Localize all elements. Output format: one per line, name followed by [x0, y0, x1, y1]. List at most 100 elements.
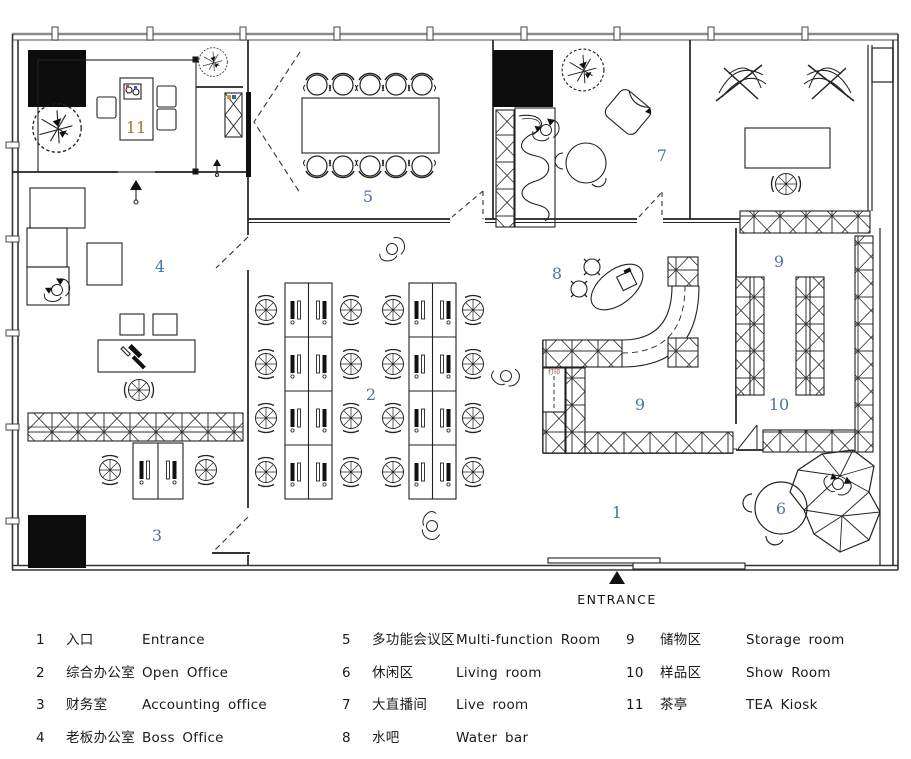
- room-5-conference: [246, 92, 440, 177]
- legend-label-zh: 大直播间: [372, 697, 428, 713]
- legend-number: 11: [626, 697, 644, 713]
- room-11-tea-kiosk: [37, 56, 243, 205]
- legend-item-open-office: 2 综合办公室 Open Office: [36, 661, 267, 681]
- legend-label-zh: 老板办公室: [66, 729, 135, 746]
- room-label-6: 6: [776, 499, 786, 518]
- legend-item-live-room: 7 大直播间 Live room: [342, 693, 600, 713]
- legend-number: 3: [36, 697, 45, 713]
- legend-item-show-room: 10 样品区 Show Room: [626, 661, 845, 681]
- legend-label-en: Accounting office: [142, 697, 268, 713]
- room-label-11: 11: [126, 118, 146, 137]
- legend-label-en: Living room: [456, 664, 542, 681]
- room-label-8: 8: [552, 264, 562, 283]
- person-figure: [489, 363, 522, 390]
- legend-number: 7: [342, 697, 351, 713]
- workstation-monitor: [139, 460, 150, 485]
- legend-label-en: TEA Kiosk: [746, 697, 818, 713]
- legend-number: 2: [36, 664, 45, 681]
- legend-label-zh: 财务室: [66, 697, 108, 713]
- structural-columns: [28, 50, 553, 568]
- legend-label-en: Entrance: [142, 632, 205, 648]
- legend-label-zh: 入口: [66, 632, 94, 648]
- legend-number: 6: [342, 664, 351, 681]
- legend-item-accounting: 3 财务室 Accounting office: [36, 693, 267, 713]
- legend-label-en: Live room: [456, 697, 529, 713]
- interior-walls: [12, 40, 894, 565]
- legend-label-zh: 休闲区: [372, 664, 414, 681]
- room-8-water-bar: [570, 258, 644, 311]
- room-number-labels: 1 2 3 4 5 6 7 8 9 9 10 11: [126, 118, 789, 545]
- palm-plant: [803, 64, 855, 102]
- room-label-3: 3: [152, 526, 162, 545]
- entrance-arrow-icon: [609, 571, 625, 584]
- legend-label-zh: 储物区: [660, 632, 702, 648]
- room-label-5: 5: [363, 187, 373, 206]
- person-figure: [39, 274, 73, 305]
- legend-label-en: Water bar: [456, 729, 529, 746]
- legend-label-en: Open Office: [142, 664, 229, 681]
- legend-number: 9: [626, 632, 635, 648]
- plant-tree: [561, 48, 605, 92]
- office-chair: [123, 378, 155, 402]
- palm-room: [739, 127, 871, 234]
- legend-item-tea-kiosk: 11 茶亭 TEA Kiosk: [626, 693, 845, 713]
- legend-item-boss-office: 4 老板办公室 Boss Office: [36, 726, 267, 746]
- person-figure: [419, 509, 444, 542]
- legend-number: 5: [342, 632, 351, 648]
- legend-item-storage: 9 储物区 Storage room: [626, 628, 845, 648]
- room-label-9a: 9: [635, 395, 645, 414]
- entrance-doors: [547, 557, 746, 570]
- room-label-1: 1: [612, 503, 622, 522]
- legend-number: 10: [626, 664, 644, 681]
- legend-label-en: Boss Office: [142, 729, 224, 746]
- room-9-10-storage-show: [735, 235, 874, 453]
- legend-label-zh: 水吧: [372, 729, 400, 746]
- legend-item-multifunction: 5 多功能会议区Multi-function Room: [342, 628, 600, 648]
- legend-label-en: Show Room: [746, 664, 831, 681]
- plant-tree: [32, 103, 82, 153]
- legend-label-en: Storage room: [746, 632, 845, 648]
- person-figure: [529, 116, 561, 143]
- room-label-10: 10: [769, 395, 789, 414]
- palm-plant: [715, 64, 767, 102]
- plant-tree: [198, 47, 228, 77]
- office-chair: [194, 454, 218, 486]
- legend-column-3: 9 储物区 Storage room 10 样品区 Show Room 11 茶亭 TEA …: [626, 628, 845, 726]
- legend-item-entrance: 1 入口 Entrance: [36, 628, 267, 648]
- storage-9-counters: [542, 256, 734, 454]
- perimeter-walls: [11, 34, 899, 571]
- room-6-living-room: [742, 449, 881, 553]
- legend-item-living-room: 6 休闲区 Living room: [342, 661, 600, 681]
- legend-number: 1: [36, 632, 45, 648]
- room-4-boss-office: [26, 187, 196, 373]
- legend-label-zh: 多功能会议区: [372, 632, 455, 648]
- legend-column-2: 5 多功能会议区Multi-function Room 6 休闲区 Living ro…: [342, 628, 600, 758]
- office-chair: [98, 454, 122, 486]
- legend-column-1: 1 入口 Entrance 2 综合办公室 Open Office 3 财务室 Accoun…: [36, 628, 267, 758]
- room-7-live-room: [495, 89, 652, 228]
- room-3-accounting: [27, 412, 244, 500]
- workstation-monitor: [166, 460, 177, 485]
- outer-walls: [12, 32, 898, 41]
- legend-label-en: Multi-function Room: [456, 632, 601, 648]
- person-figure: [374, 234, 410, 266]
- print-label: 打印: [548, 368, 560, 376]
- room-label-4: 4: [155, 257, 165, 276]
- room-label-7: 7: [657, 146, 667, 165]
- office-chair: [770, 172, 802, 196]
- room-label-2: 2: [366, 385, 376, 404]
- person-figure: [821, 467, 855, 499]
- legend-label-zh: 综合办公室: [66, 664, 135, 681]
- legend-label-zh: 样品区: [660, 664, 702, 681]
- room-label-9b: 9: [774, 252, 784, 271]
- door-swings: [212, 51, 758, 554]
- legend-number: 4: [36, 729, 45, 746]
- legend-label-zh: 茶亭: [660, 697, 688, 713]
- room-2-open-office: [284, 282, 457, 500]
- conference-chairs: [302, 72, 437, 179]
- entrance-label: ENTRANCE: [577, 592, 657, 607]
- mullion-ticks: [5, 26, 809, 525]
- floor-plan-drawing: 打印 ENTRANCE 1 2 3 4 5 6 7 8 9 9 10 11: [5, 26, 899, 607]
